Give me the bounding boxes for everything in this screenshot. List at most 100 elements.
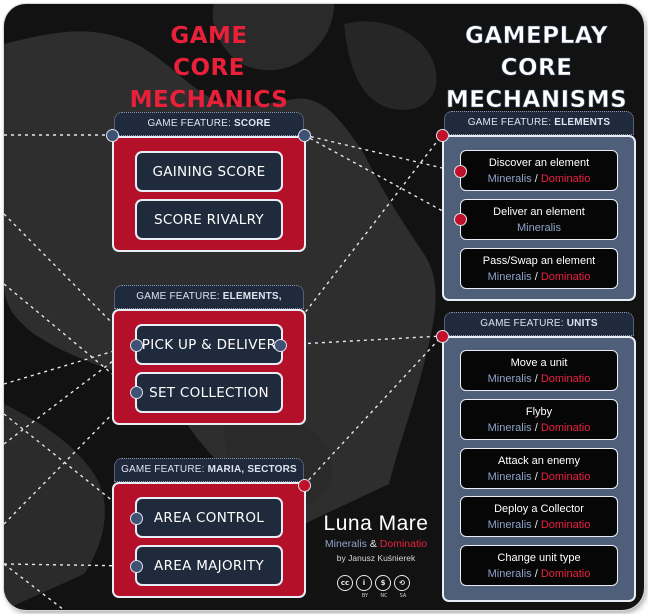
connector-dot xyxy=(130,386,143,399)
connector-dot xyxy=(298,129,311,142)
badge-label: SA xyxy=(399,593,407,599)
mechanism-variants: Mineralis / Dominatio xyxy=(488,171,591,187)
right-column-title: GAMEPLAY CORE MECHANISMS xyxy=(429,20,644,116)
mechanism-deploy-collector[interactable]: Deploy a Collector Mineralis / Dominatio xyxy=(460,496,618,537)
mechanism-pass-swap-element[interactable]: Pass/Swap an element Mineralis / Dominat… xyxy=(460,248,618,289)
feature-prefix: GAME FEATURE: xyxy=(136,291,220,302)
mechanism-name: Attack an enemy xyxy=(498,454,580,467)
feature-name: ELEMENTS xyxy=(554,117,611,128)
connector-dot xyxy=(130,560,143,573)
feature-tab-elements: GAME FEATURE: ELEMENTS xyxy=(444,111,634,135)
connector-dot xyxy=(454,213,467,226)
feature-prefix: GAME FEATURE: xyxy=(480,318,564,329)
variant-separator: / xyxy=(534,172,538,185)
mechanism-attack-enemy[interactable]: Attack an enemy Mineralis / Dominatio xyxy=(460,448,618,489)
connector-dot xyxy=(130,512,143,525)
mechanism-name: Move a unit xyxy=(510,356,568,369)
badge-glyph: cc xyxy=(340,579,350,587)
connector-dot xyxy=(436,129,449,142)
mechanism-variants: Mineralis / Dominatio xyxy=(488,469,591,485)
feature-prefix: GAME FEATURE: xyxy=(147,118,231,129)
mechanism-variants: Mineralis / Dominatio xyxy=(488,269,591,285)
mechanism-discover-element[interactable]: Discover an element Mineralis / Dominati… xyxy=(460,150,618,191)
game-title: Luna Mare xyxy=(323,512,429,535)
mechanism-variants: Mineralis / Dominatio xyxy=(488,517,591,533)
feature-name: MARIA, SECTORS xyxy=(207,464,297,475)
mechanism-change-unit-type[interactable]: Change unit type Mineralis / Dominatio xyxy=(460,545,618,586)
mechanic-label: SET COLLECTION xyxy=(149,384,269,401)
dominatio-label: Dominatio xyxy=(540,372,591,385)
dominatio-label: Dominatio xyxy=(540,172,591,185)
mechanism-name: Discover an element xyxy=(488,156,590,169)
mineralis-label: Mineralis xyxy=(487,172,532,185)
mechanism-name: Deploy a Collector xyxy=(494,502,584,515)
mechanic-pick-up-deliver[interactable]: PICK UP & DELIVER xyxy=(135,324,283,365)
variant-separator: / xyxy=(534,567,538,580)
mechanic-set-collection[interactable]: SET COLLECTION xyxy=(135,372,283,413)
feature-name: SCORE xyxy=(233,118,271,129)
cc-sa-icon: ⟲ SA xyxy=(394,575,410,599)
game-editions: Mineralis & Dominatio xyxy=(322,538,430,550)
variant-separator: / xyxy=(534,518,538,531)
mineralis-label: Mineralis xyxy=(487,567,532,580)
connector-dot xyxy=(436,330,449,343)
mineralis-label: Mineralis xyxy=(487,270,532,283)
map-landmass xyxy=(344,21,437,110)
feature-tab-maria-sectors: GAME FEATURE: MARIA, SECTORS xyxy=(114,458,304,482)
mechanism-deliver-element[interactable]: Deliver an element Mineralis xyxy=(460,199,618,240)
connector-dot xyxy=(106,129,119,142)
mechanism-name: Pass/Swap an element xyxy=(482,254,596,267)
map-landmass xyxy=(4,404,105,610)
dominatio-label: Dominatio xyxy=(540,518,591,531)
dominatio-label: Dominatio xyxy=(540,270,591,283)
mechanism-variants: Mineralis / Dominatio xyxy=(488,420,591,436)
mineralis-label: Mineralis xyxy=(487,470,532,483)
mineralis-label: Mineralis xyxy=(487,518,532,531)
variant-separator: / xyxy=(534,470,538,483)
mechanism-variants: Mineralis / Dominatio xyxy=(488,371,591,387)
mechanic-score-rivalry[interactable]: SCORE RIVALRY xyxy=(135,199,283,240)
badge-glyph: ⟲ xyxy=(399,579,405,587)
mechanism-variants: Mineralis xyxy=(517,220,561,236)
feature-tab-score: GAME FEATURE: SCORE xyxy=(114,112,304,136)
connector-dot xyxy=(274,339,287,352)
mechanism-move-unit[interactable]: Move a unit Mineralis / Dominatio xyxy=(460,350,618,391)
brand-block: Luna Mare Mineralis & Dominatio by Janus… xyxy=(322,512,430,563)
mineralis-label: Mineralis xyxy=(487,372,532,385)
mechanism-name: Flyby xyxy=(525,405,553,418)
license-badges: cc i BY $ NC ⟲ SA xyxy=(337,575,410,599)
mechanic-label: SCORE RIVALRY xyxy=(154,211,264,228)
dominatio-label: Dominatio xyxy=(540,470,591,483)
mineralis-label: Mineralis xyxy=(516,221,561,234)
cc-icon: cc xyxy=(337,575,353,591)
mechanic-area-majority[interactable]: AREA MAJORITY xyxy=(135,545,283,586)
right-title-line1: GAMEPLAY xyxy=(464,23,609,50)
left-title-line2: CORE MECHANICS xyxy=(129,55,289,113)
right-title-line2: CORE MECHANISMS xyxy=(445,55,628,114)
variant-separator: / xyxy=(534,270,538,283)
badge-glyph: i xyxy=(362,579,366,587)
badge-glyph: $ xyxy=(380,579,386,587)
mechanism-variants: Mineralis / Dominatio xyxy=(488,566,591,582)
diagram-canvas: GAME CORE MECHANICS GAMEPLAY CORE MECHAN… xyxy=(4,4,644,610)
mechanic-label: GAINING SCORE xyxy=(152,163,266,180)
cc-by-icon: i BY xyxy=(356,575,372,599)
variant-separator: / xyxy=(534,372,538,385)
left-title-line1: GAME xyxy=(170,23,248,49)
dominatio-label: Dominatio xyxy=(540,567,591,580)
edition-ampersand: & xyxy=(369,538,377,550)
feature-tab-units: GAME FEATURE: UNITS xyxy=(444,312,634,336)
mechanism-name: Change unit type xyxy=(497,551,581,564)
feature-prefix: GAME FEATURE: xyxy=(467,117,552,128)
left-column-title: GAME CORE MECHANICS xyxy=(104,20,314,116)
mechanism-name: Deliver an element xyxy=(493,205,585,218)
mechanic-area-control[interactable]: AREA CONTROL xyxy=(135,497,283,538)
mechanism-flyby[interactable]: Flyby Mineralis / Dominatio xyxy=(460,399,618,440)
connector-dot xyxy=(130,339,143,352)
mineralis-label: Mineralis xyxy=(487,421,532,434)
mechanic-gaining-score[interactable]: GAINING SCORE xyxy=(135,151,283,192)
mechanic-label: PICK UP & DELIVER xyxy=(141,336,277,353)
dominatio-label: Dominatio xyxy=(540,421,591,434)
variant-separator: / xyxy=(534,421,538,434)
author-credit: by Janusz Kuśnierek xyxy=(336,553,416,563)
